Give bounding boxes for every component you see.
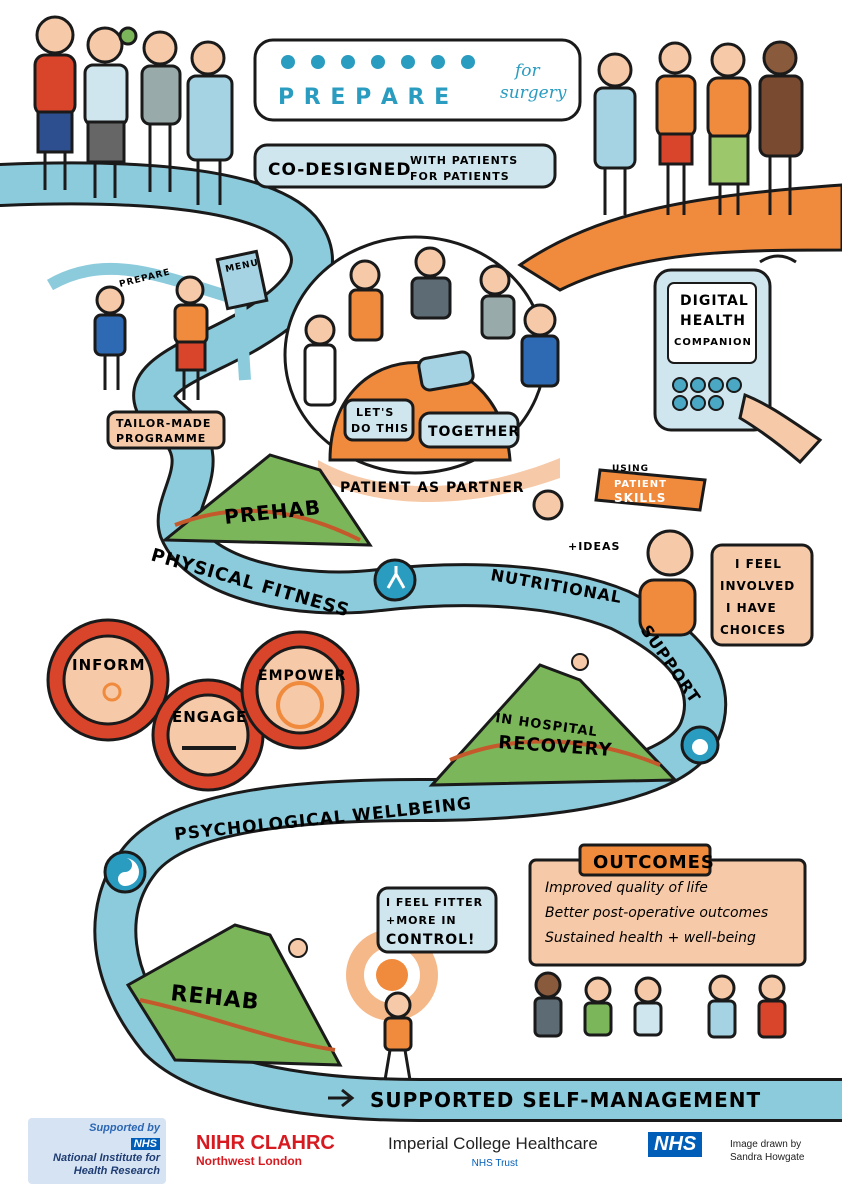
clahrc-logo: NIHR CLAHRC Northwest London <box>196 1132 335 1168</box>
tablet-on-table <box>417 350 475 392</box>
running-man-icon <box>373 558 417 602</box>
ideas-area: USING PATIENT SKILLS +IDEAS <box>532 464 707 553</box>
skills-l1: USING <box>612 464 649 474</box>
no-smoking-icon <box>431 55 445 69</box>
outcome-item: Improved quality of life <box>545 880 708 896</box>
arrow-right-icon <box>328 1088 355 1108</box>
nhs-logo-small: NHS <box>130 1138 160 1150</box>
empower-label: EMPOWER <box>258 668 346 684</box>
apple-icon <box>341 55 355 69</box>
together-label: TOGETHER <box>428 424 520 440</box>
lets-label: LET'S <box>356 406 394 419</box>
rehab-mountain: REHAB <box>125 923 343 1067</box>
winding-road <box>0 161 842 1122</box>
artist-credit: Image drawn by Sandra Howgate <box>730 1138 805 1164</box>
lightbulb-icon <box>532 489 564 521</box>
involved-l1: I FEEL <box>735 557 782 571</box>
involved-patient <box>638 529 697 637</box>
tailor-line2: PROGRAMME <box>116 432 206 445</box>
skills-l2: PATIENT <box>614 479 667 490</box>
tailor-line1: TAILOR-MADE <box>116 417 211 430</box>
involved-l4: CHOICES <box>720 623 786 637</box>
do-this-label: DO THIS <box>351 422 409 435</box>
partner-table-scene: LET'S DO THIS TOGETHER <box>283 235 560 475</box>
outcome-item: Better post-operative outcomes <box>545 905 768 921</box>
outcome-item: Sustained health + well-being <box>545 930 756 946</box>
digital-l1: DIGITAL <box>680 293 749 309</box>
touch-icon <box>102 682 122 702</box>
leaf-icon <box>401 55 415 69</box>
spanner-icon <box>594 468 707 512</box>
yin-yang-icon <box>371 55 385 69</box>
ripple-icon <box>276 681 324 729</box>
involved-l3: I HAVE <box>726 601 777 615</box>
involved-bubble: I FEEL INVOLVED I HAVE CHOICES <box>710 543 814 647</box>
skills-l3: SKILLS <box>614 491 666 505</box>
codesigned-line1: WITH PATIENTS <box>410 154 518 167</box>
tailor-made-scene <box>46 249 269 400</box>
fitter-bubble: I FEEL FITTER +MORE IN CONTROL! <box>376 886 498 954</box>
tailor-made-sign: TAILOR-MADE PROGRAMME <box>106 410 226 450</box>
digital-l2: HEALTH <box>680 313 746 329</box>
clahrc-subtitle: Northwest London <box>196 1154 302 1168</box>
running-icon <box>281 55 295 69</box>
fitter-l3: CONTROL! <box>386 932 475 948</box>
credit-line1: Image drawn by <box>730 1139 802 1150</box>
wifi-icon <box>759 254 797 264</box>
running-man-glyph <box>386 566 406 589</box>
nhs-logo-large: NHS <box>648 1132 703 1157</box>
outcomes-title: OUTCOMES <box>593 852 715 873</box>
institute-line1: National Institute for <box>53 1152 160 1164</box>
home-icon <box>461 55 475 69</box>
fitter-l1: I FEEL FITTER <box>386 896 483 909</box>
imperial-title: Imperial College Healthcare <box>388 1134 598 1153</box>
clahrc-title: NIHR CLAHRC <box>196 1132 335 1154</box>
inform-label: INFORM <box>72 656 146 674</box>
celebrating-figure <box>288 938 308 958</box>
people-holding-board <box>533 971 787 1039</box>
nihr-logo-box: Supported by NHS National Institute for … <box>28 1118 166 1184</box>
digital-l3: COMPANION <box>674 337 752 348</box>
codesigned-main: CO-DESIGNED <box>268 160 412 180</box>
prepare-icons <box>281 55 475 69</box>
engage-label: ENGAGE <box>172 708 247 726</box>
outcomes-board: OUTCOMES Improved quality of life Better… <box>528 843 807 967</box>
pointing-hand <box>738 392 823 465</box>
orange-road <box>517 183 842 292</box>
codesigned-line2: FOR PATIENTS <box>410 170 510 183</box>
team-group-left <box>33 15 234 205</box>
supported-by-label: Supported by <box>89 1122 160 1134</box>
self-management-label: SUPPORTED SELF-MANAGEMENT <box>370 1088 761 1112</box>
yin-yang-glyph <box>118 858 139 886</box>
credit-line2: Sandra Howgate <box>730 1152 805 1163</box>
scale-icon <box>311 55 325 69</box>
ideas-label: +IDEAS <box>568 540 620 553</box>
recovery-mountain: IN HOSPITAL RECOVERY <box>428 653 679 787</box>
climber-figure <box>571 653 589 671</box>
gears-group: INFORM ENGAGE EMPOWER <box>46 618 360 792</box>
patient-group-right <box>593 40 804 215</box>
imperial-subtitle: NHS Trust <box>471 1158 518 1169</box>
digital-companion-tablet: DIGITAL HEALTH COMPANION <box>653 254 823 465</box>
footer-logos: Supported by NHS National Institute for … <box>0 1110 842 1191</box>
involved-l2: INVOLVED <box>720 579 795 593</box>
patient-partner-sign: PATIENT AS PARTNER <box>318 458 560 502</box>
patient-partner-label: PATIENT AS PARTNER <box>340 480 525 496</box>
prepare-banner: P R E P A R E for surgery <box>253 38 582 122</box>
for-label: for <box>513 61 541 81</box>
fitter-l2: +MORE IN <box>386 914 457 927</box>
apple-glyph <box>692 739 708 755</box>
prehab-mountain: PREHAB <box>160 453 373 547</box>
surgery-label: surgery <box>500 83 567 103</box>
imperial-logo: Imperial College Healthcare NHS Trust <box>388 1134 598 1169</box>
institute-line2: Health Research <box>73 1165 160 1177</box>
prepare-title: P R E P A R E <box>278 85 450 110</box>
codesigned-sign: CO-DESIGNED WITH PATIENTS FOR PATIENTS <box>253 143 557 189</box>
